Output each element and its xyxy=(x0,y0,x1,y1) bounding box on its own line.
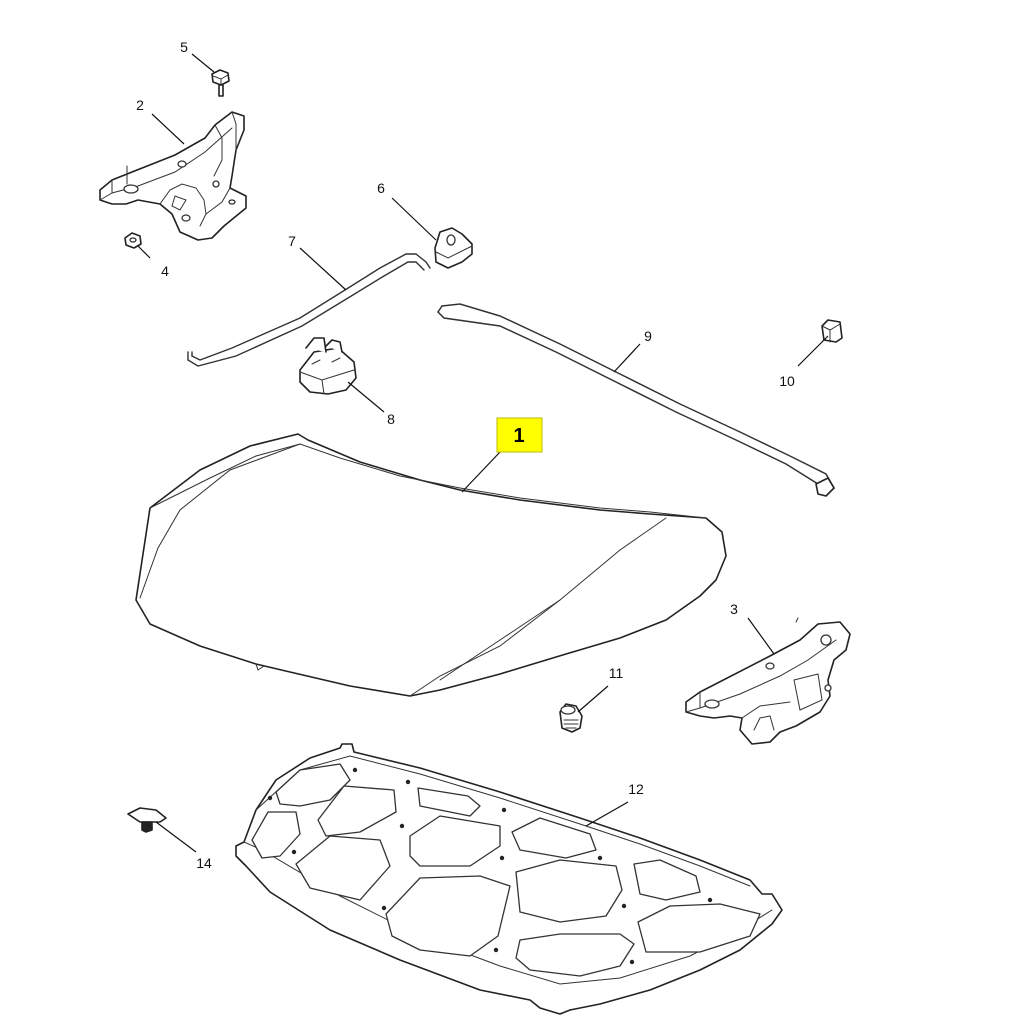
part-11-bumper-stop xyxy=(559,703,583,733)
part-2-hinge-left xyxy=(99,111,247,241)
leader-1 xyxy=(461,451,501,493)
callout-5: 5 xyxy=(180,39,188,55)
leader-3 xyxy=(747,617,775,655)
leader-12 xyxy=(585,801,629,827)
callout-1: 1 xyxy=(513,425,524,447)
leader-7 xyxy=(299,247,347,291)
callout-6: 6 xyxy=(377,180,385,196)
callout-12: 12 xyxy=(628,781,644,797)
leader-6 xyxy=(391,197,437,241)
part-14-push-clip xyxy=(127,807,167,833)
callout-10: 10 xyxy=(779,373,795,389)
part-1-hood xyxy=(135,433,727,697)
part-7-support-rod xyxy=(187,253,431,367)
leader-11 xyxy=(577,685,609,713)
callout-11: 11 xyxy=(609,665,624,681)
part-4-nut xyxy=(124,232,142,249)
leader-14 xyxy=(155,821,197,853)
leader-5 xyxy=(191,53,215,73)
callout-8: 8 xyxy=(387,411,395,427)
callout-labels: 1 2 3 4 5 6 7 8 9 10 11 12 14 xyxy=(136,39,795,871)
callout-3: 3 xyxy=(730,601,738,617)
part-3-hinge-right xyxy=(685,617,851,745)
leader-10 xyxy=(797,335,829,367)
part-5-bolt xyxy=(211,69,230,97)
leader-9 xyxy=(613,343,641,373)
part-8-clip xyxy=(299,337,357,395)
callout-14: 14 xyxy=(196,855,212,871)
part-6-buffer xyxy=(434,227,473,269)
leader-8 xyxy=(347,381,385,413)
callout-7: 7 xyxy=(288,233,296,249)
callout-9: 9 xyxy=(644,328,652,344)
leader-lines xyxy=(137,53,829,853)
callout-2: 2 xyxy=(136,97,144,113)
part-9-seal xyxy=(437,303,835,497)
leader-4 xyxy=(137,245,151,259)
callout-1-highlight xyxy=(496,417,543,453)
part-12-inner-panel xyxy=(235,743,783,1015)
callout-4: 4 xyxy=(161,263,169,279)
leader-2 xyxy=(151,113,185,145)
